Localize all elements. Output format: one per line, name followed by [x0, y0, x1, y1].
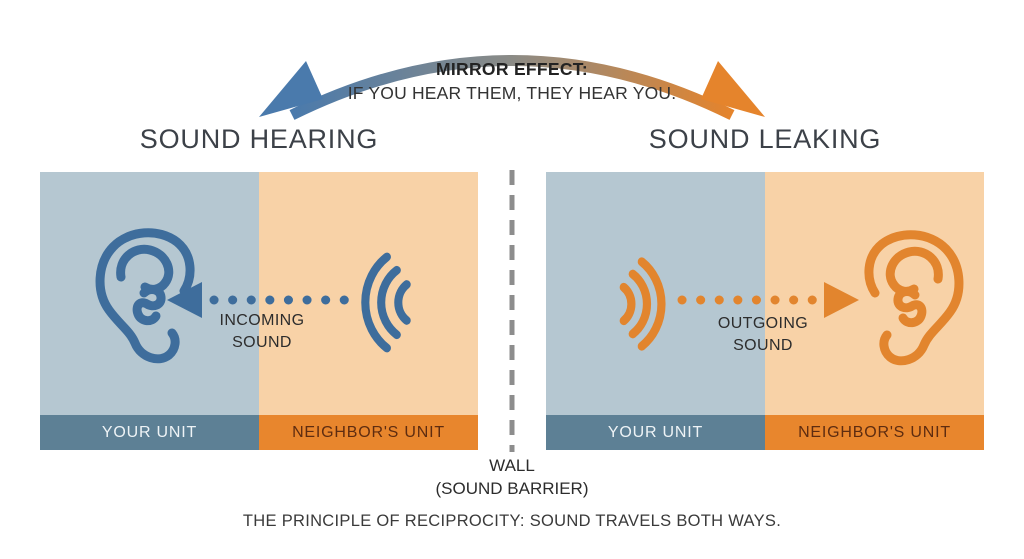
outgoing-arrow — [677, 282, 859, 318]
sound-waves-icon — [361, 252, 411, 353]
outgoing-sound-line2: SOUND — [733, 337, 793, 355]
mirror-effect-subtitle: IF YOU HEAR THEM, THEY HEAR YOU. — [347, 82, 677, 103]
sound-leaking-panel: OUTGOING SOUND YOUR UNIT NEIGHBOR'S UNIT — [546, 172, 984, 450]
sound-hearing-panel: INCOMING SOUND YOUR UNIT NEIGHBOR'S UNIT — [40, 172, 478, 450]
arrow-right-head-icon — [824, 282, 859, 318]
mirror-arrow — [259, 55, 765, 120]
wall-label: WALL (SOUND BARRIER) — [412, 455, 612, 501]
wall-dashed-line — [509, 170, 515, 452]
incoming-sound-label: INCOMING SOUND — [182, 310, 342, 355]
hearing-unit-bar: YOUR UNIT NEIGHBOR'S UNIT — [40, 415, 478, 450]
incoming-sound-line1: INCOMING — [219, 312, 305, 329]
sound-waves-icon — [619, 257, 666, 351]
mirror-arrow-arc — [289, 55, 735, 120]
outgoing-sound-label: OUTGOING SOUND — [683, 313, 843, 358]
mirror-effect-title: MIRROR EFFECT: — [436, 59, 588, 79]
your-unit-label: YOUR UNIT — [40, 415, 259, 450]
neighbor-unit-label: NEIGHBOR'S UNIT — [259, 415, 478, 450]
incoming-sound-line2: SOUND — [232, 334, 292, 352]
arrow-left-head-icon — [167, 282, 202, 318]
mirror-arrow-right-head-icon — [701, 61, 765, 117]
ear-icon — [95, 228, 195, 364]
leaking-graphics — [619, 230, 964, 366]
ear-icon — [864, 230, 964, 366]
your-unit-label: YOUR UNIT — [546, 415, 765, 450]
leaking-your-unit-area — [546, 172, 765, 415]
hearing-graphics — [95, 228, 411, 364]
leaking-unit-bar: YOUR UNIT NEIGHBOR'S UNIT — [546, 415, 984, 450]
mirror-effect-text: MIRROR EFFECT: IF YOU HEAR THEM, THEY HE… — [212, 59, 812, 105]
reciprocity-caption: THE PRINCIPLE OF RECIPROCITY: SOUND TRAV… — [242, 512, 782, 530]
wall-label-line2: (SOUND BARRIER) — [435, 478, 589, 498]
mirror-arrow-left-head-icon — [259, 61, 323, 117]
sound-hearing-title: SOUND HEARING — [139, 124, 379, 154]
incoming-arrow — [167, 282, 351, 318]
neighbor-unit-label: NEIGHBOR'S UNIT — [765, 415, 984, 450]
outgoing-sound-line1: OUTGOING — [717, 315, 809, 332]
wall-label-line1: WALL — [489, 456, 535, 475]
sound-leaking-title: SOUND LEAKING — [648, 124, 882, 154]
